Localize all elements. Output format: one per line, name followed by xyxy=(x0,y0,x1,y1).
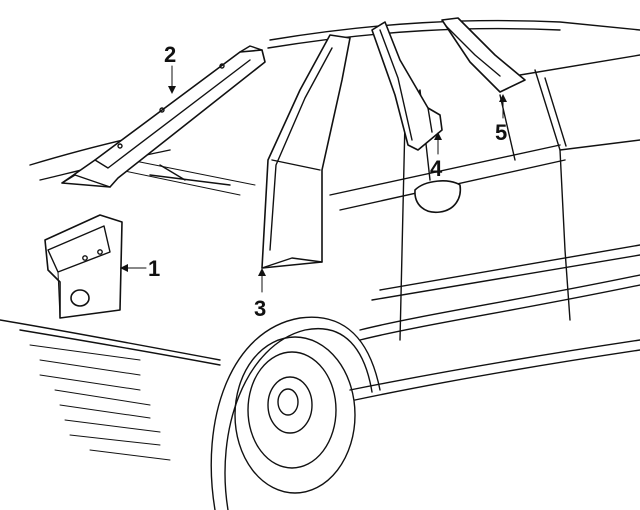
callout-2: 2 xyxy=(164,42,176,94)
callout-5: 5 xyxy=(495,94,507,145)
rear-door-pillar-part xyxy=(371,21,443,151)
callout-2-label: 2 xyxy=(164,42,176,67)
windshield-pillar-part xyxy=(61,45,266,188)
callout-5-arrow xyxy=(499,94,507,102)
callout-5-label: 5 xyxy=(495,120,507,145)
callout-2-arrow xyxy=(168,86,176,94)
rear-pillar-part xyxy=(441,17,526,93)
callout-1: 1 xyxy=(120,256,160,281)
wheel xyxy=(234,336,356,494)
callout-4-arrow xyxy=(434,132,442,140)
kick-panel-part xyxy=(44,214,123,319)
callout-3-arrow xyxy=(258,268,266,276)
callout-1-label: 1 xyxy=(148,256,160,281)
center-pillar-part xyxy=(261,34,351,269)
callout-3-label: 3 xyxy=(254,296,266,321)
callout-3: 3 xyxy=(254,268,266,321)
callout-1-arrow xyxy=(120,264,128,272)
vehicle-body-outline xyxy=(0,19,640,510)
callout-4: 4 xyxy=(430,132,443,181)
callout-4-label: 4 xyxy=(430,156,443,181)
